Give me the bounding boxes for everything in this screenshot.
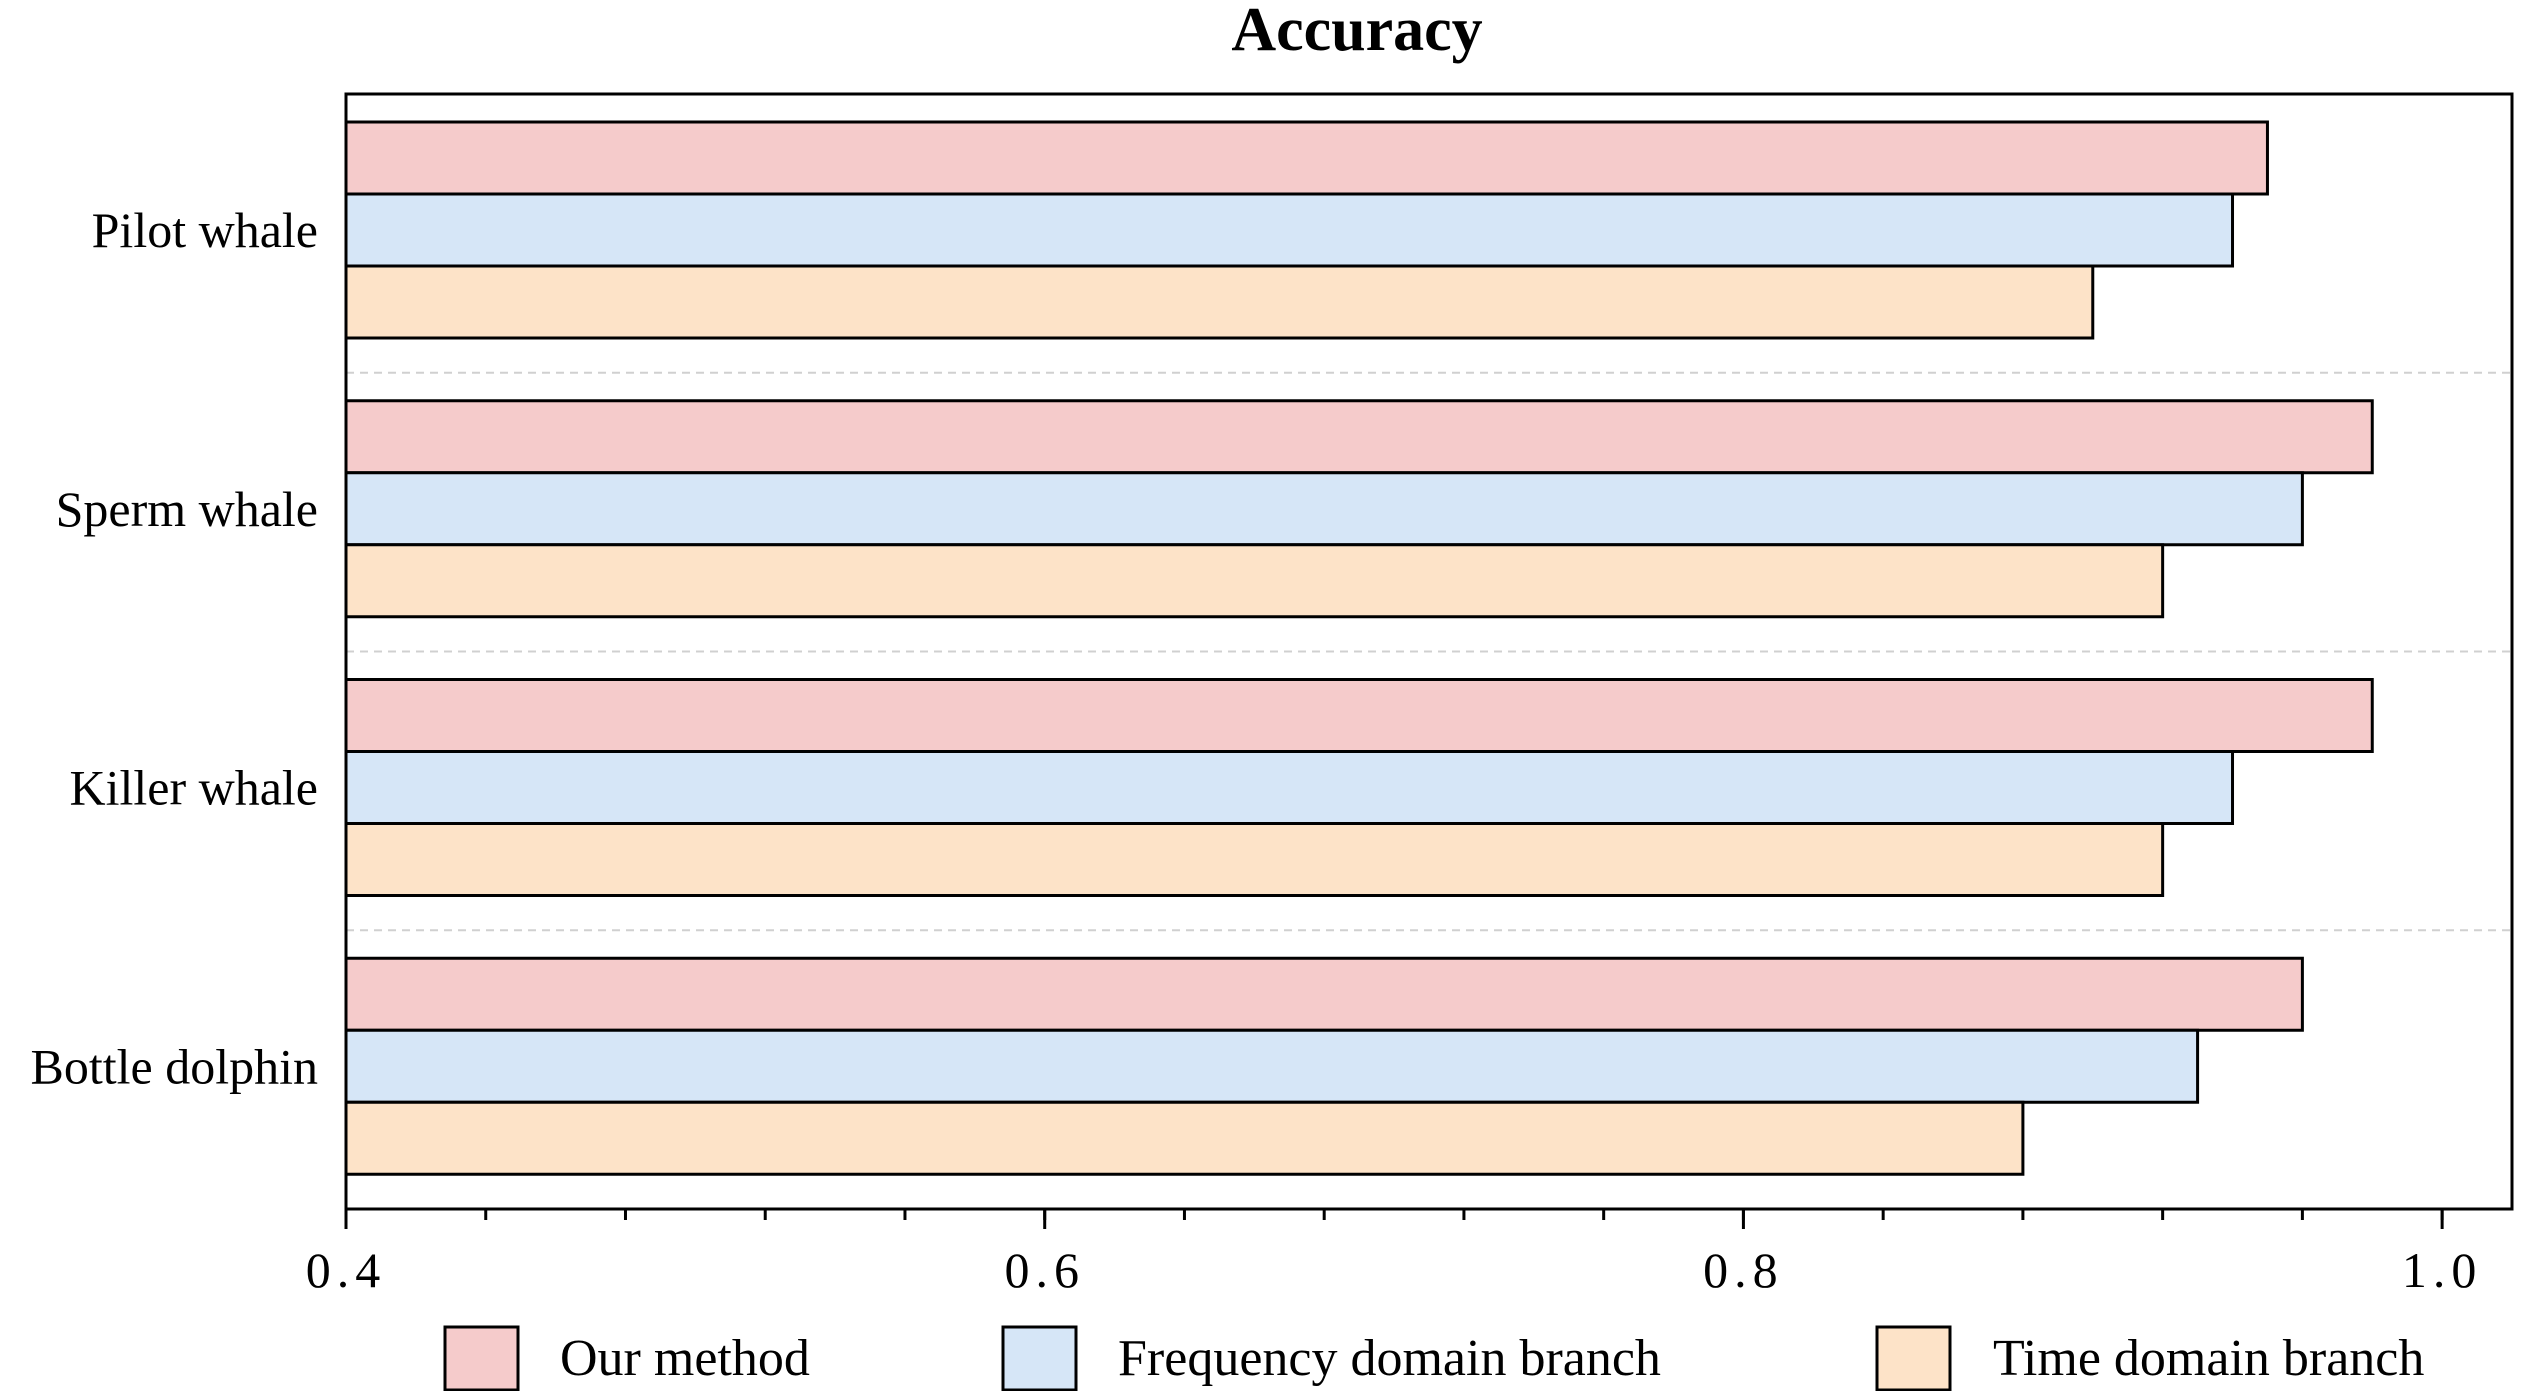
x-tick-label: 0.4 (306, 1242, 387, 1298)
category-label: Pilot whale (92, 202, 318, 258)
grid-layer (346, 371, 2512, 932)
legend-swatch (443, 1325, 520, 1392)
bar-sperm-whale-our-method (344, 399, 2374, 475)
bar-killer-whale-our-method (344, 678, 2374, 753)
bar-killer-whale-time-domain-branch (344, 822, 2165, 897)
x-tick-label: 0.8 (1703, 1242, 1784, 1298)
bar-killer-whale-frequency-domain-branch (344, 750, 2235, 825)
plot-frame (344, 92, 2514, 1211)
bar-pilot-whale-time-domain-branch (344, 264, 2095, 340)
bar-bottle-dolphin-time-domain-branch (344, 1100, 2025, 1176)
bar-pilot-whale-frequency-domain-branch (344, 192, 2235, 268)
bar-pilot-whale-our-method (344, 120, 2269, 196)
x-tick-label: 0.6 (1004, 1242, 1085, 1298)
legend-label: Our method (560, 1330, 810, 1387)
legend-label: Frequency domain branch (1118, 1330, 1661, 1387)
bars-layer (344, 120, 2374, 1176)
category-label: Sperm whale (56, 481, 318, 537)
category-label: Killer whale (69, 760, 318, 816)
legend-swatch (1875, 1325, 1952, 1392)
bar-bottle-dolphin-our-method (344, 956, 2304, 1032)
legend-label: Time domain branch (1993, 1330, 2424, 1387)
bar-sperm-whale-frequency-domain-branch (344, 471, 2304, 547)
legend: Our method Frequency domain branch Time do… (443, 1325, 2424, 1392)
x-tick-label: 1.0 (2402, 1242, 2483, 1298)
category-label: Bottle dolphin (31, 1038, 319, 1094)
bar-sperm-whale-time-domain-branch (344, 543, 2165, 619)
legend-swatch (1001, 1325, 1078, 1392)
bar-bottle-dolphin-frequency-domain-branch (344, 1028, 2200, 1104)
chart-title: Accuracy (1231, 0, 1482, 64)
